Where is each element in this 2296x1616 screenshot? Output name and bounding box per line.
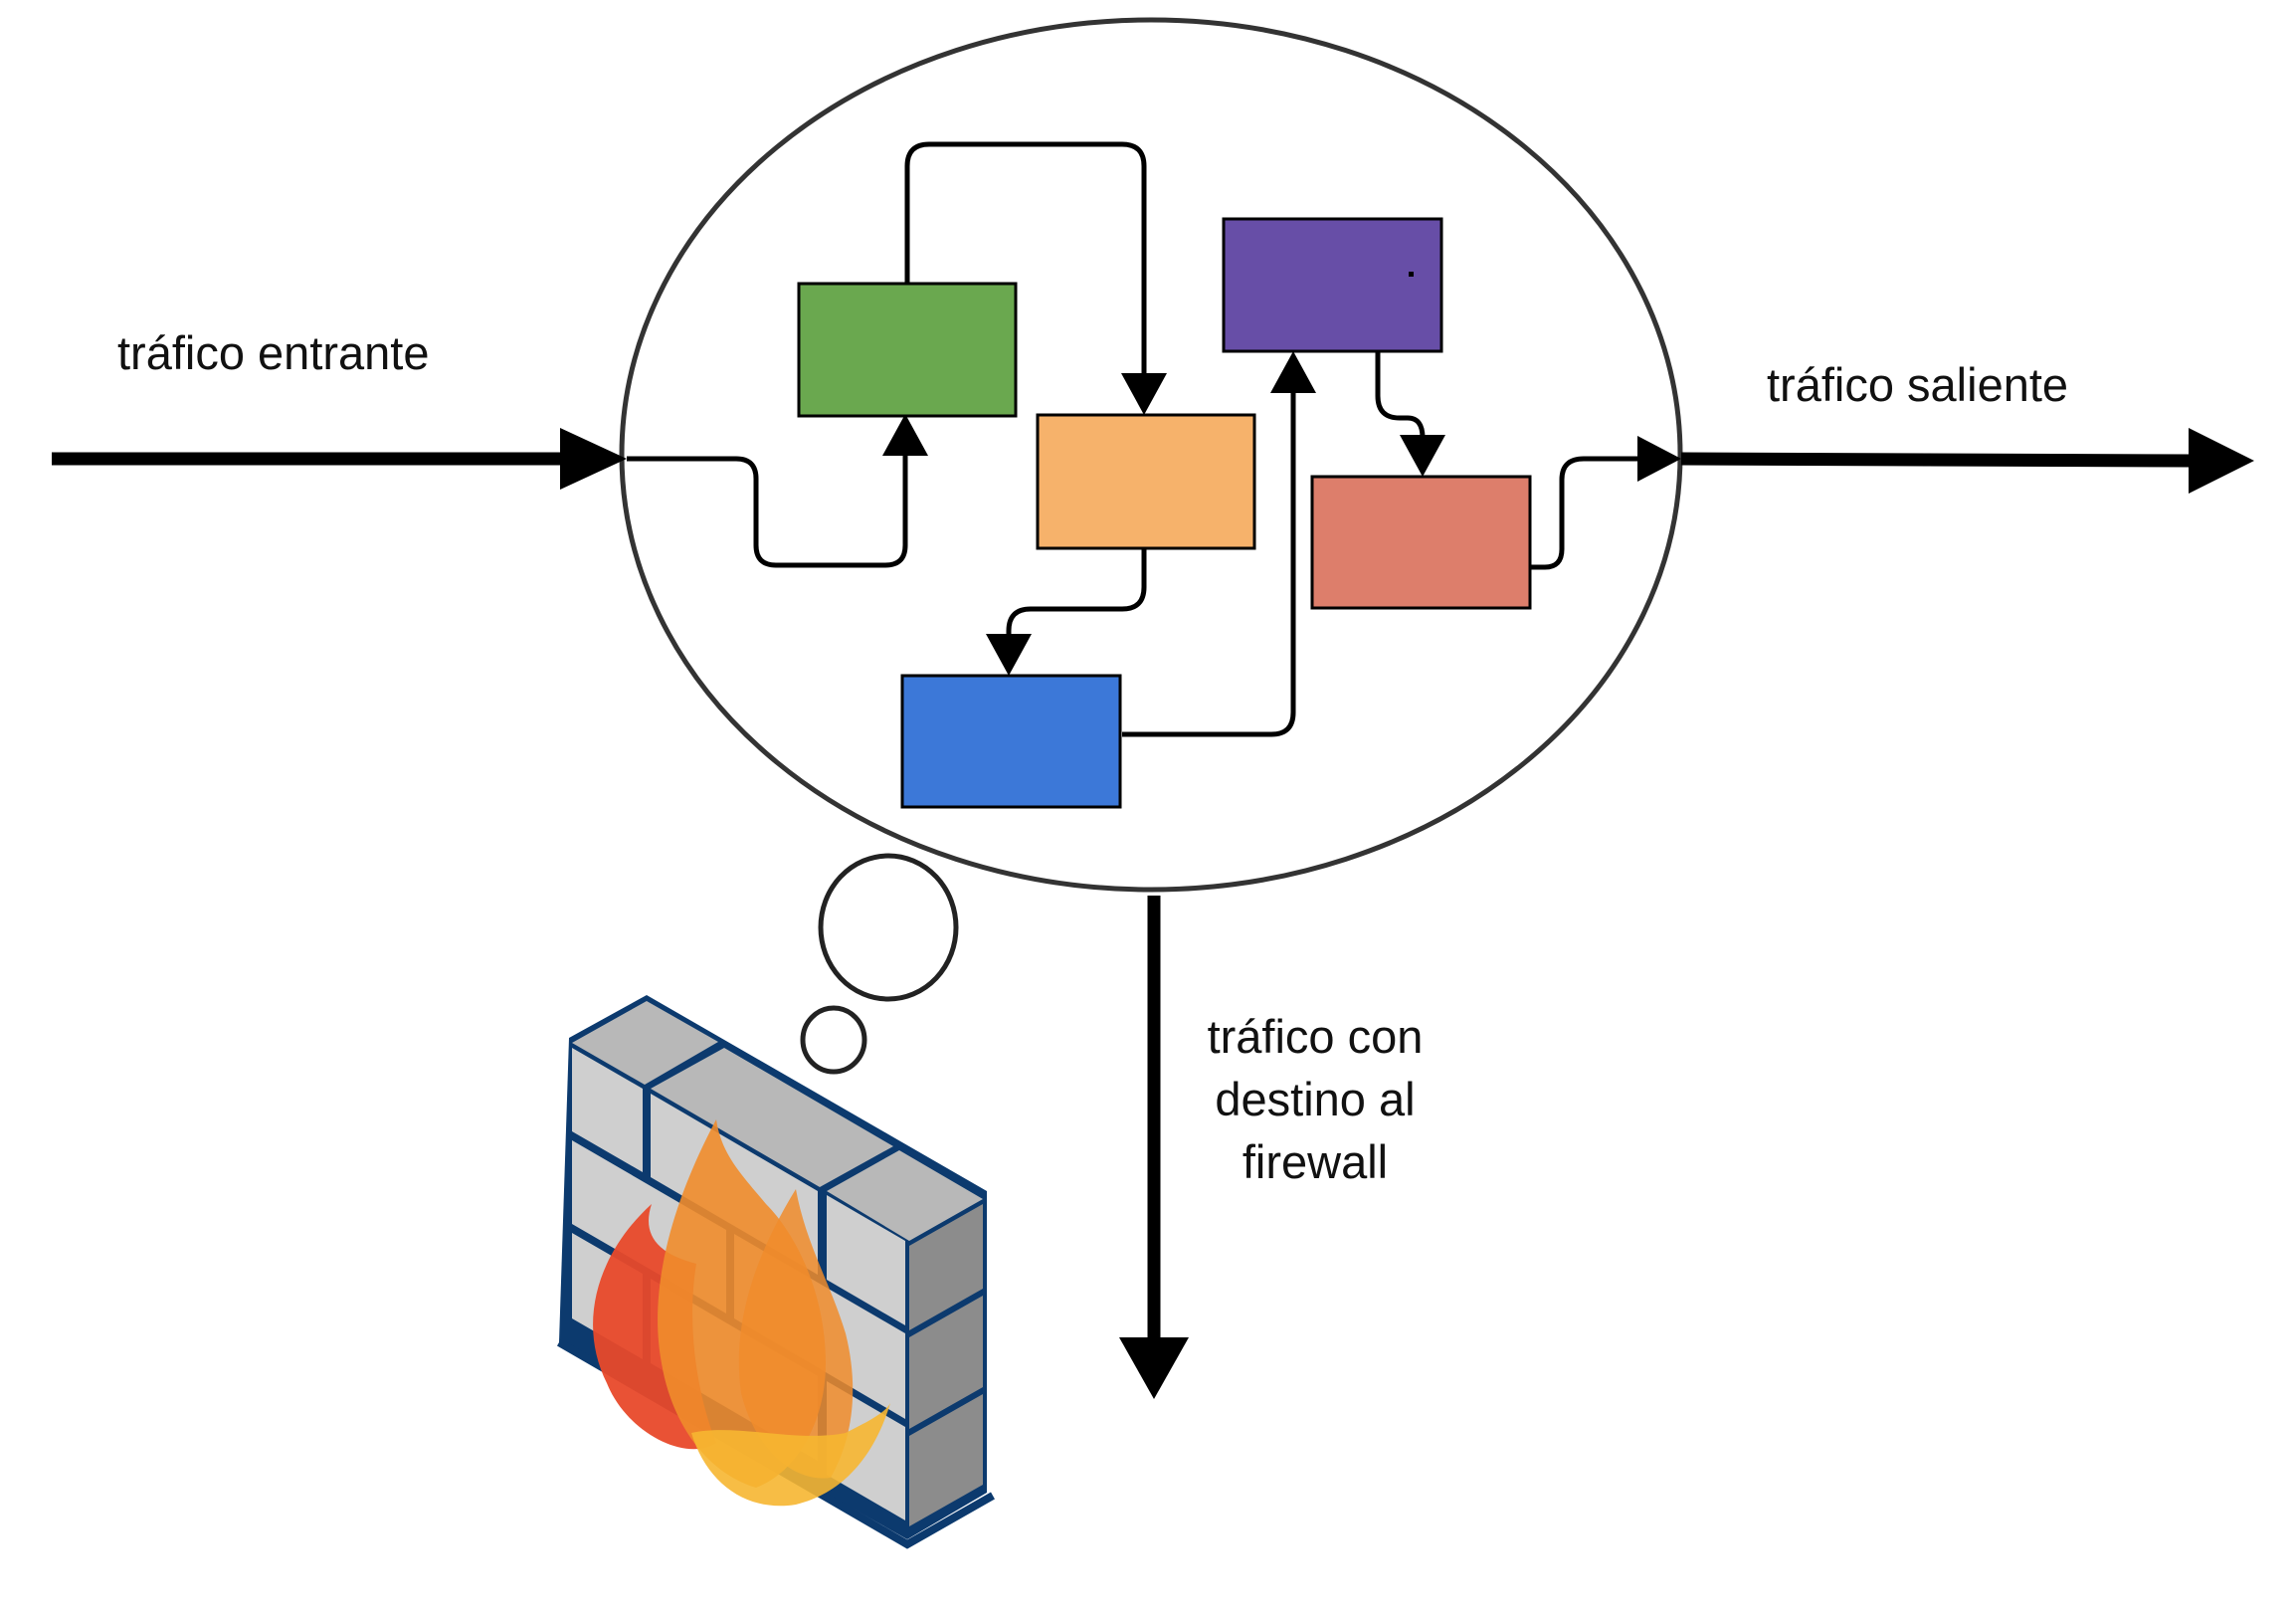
firewall-brick-wall-with-flames-icon bbox=[556, 995, 995, 1549]
connector-arrowhead bbox=[986, 634, 1032, 676]
connector-green-to-orange bbox=[904, 141, 1147, 376]
to-firewall-traffic-arrow bbox=[1119, 896, 1189, 1399]
to-firewall-traffic-label-line-1: tráfico con bbox=[1207, 1010, 1424, 1063]
connector-orange-to-blue bbox=[1006, 548, 1147, 637]
thought-bubble-icon bbox=[800, 853, 959, 1075]
connector-purple-to-salmon bbox=[1375, 351, 1426, 439]
connector-arrowhead bbox=[1400, 435, 1445, 477]
connector-arrowhead bbox=[882, 414, 928, 456]
process-box-orange bbox=[1036, 413, 1256, 550]
outgoing-traffic-arrow bbox=[1680, 428, 2254, 494]
process-box-salmon bbox=[1310, 475, 1532, 610]
connector-arrowhead bbox=[1121, 373, 1167, 415]
to-firewall-traffic-label-line-2: destino al bbox=[1215, 1073, 1416, 1125]
to-firewall-traffic-label-line-3: firewall bbox=[1242, 1135, 1389, 1188]
process-box-blue bbox=[900, 674, 1122, 809]
connector-entry-to-green bbox=[627, 453, 908, 568]
to-firewall-traffic-label: tráfico con destino al firewall bbox=[1166, 1005, 1464, 1193]
connector-arrowhead bbox=[1637, 436, 1681, 482]
process-box-green bbox=[797, 282, 1018, 418]
purple-box-dot bbox=[1409, 272, 1414, 277]
firewall-boundary-ellipse bbox=[619, 17, 1683, 893]
incoming-traffic-arrow bbox=[52, 428, 627, 490]
connector-salmon-to-exit bbox=[1530, 456, 1641, 570]
connector-arrowhead bbox=[1270, 351, 1316, 393]
incoming-traffic-label: tráfico entrante bbox=[117, 326, 430, 379]
process-box-purple bbox=[1222, 217, 1443, 353]
connector-blue-to-purple bbox=[1122, 390, 1296, 737]
outgoing-traffic-label: tráfico saliente bbox=[1767, 358, 2069, 411]
